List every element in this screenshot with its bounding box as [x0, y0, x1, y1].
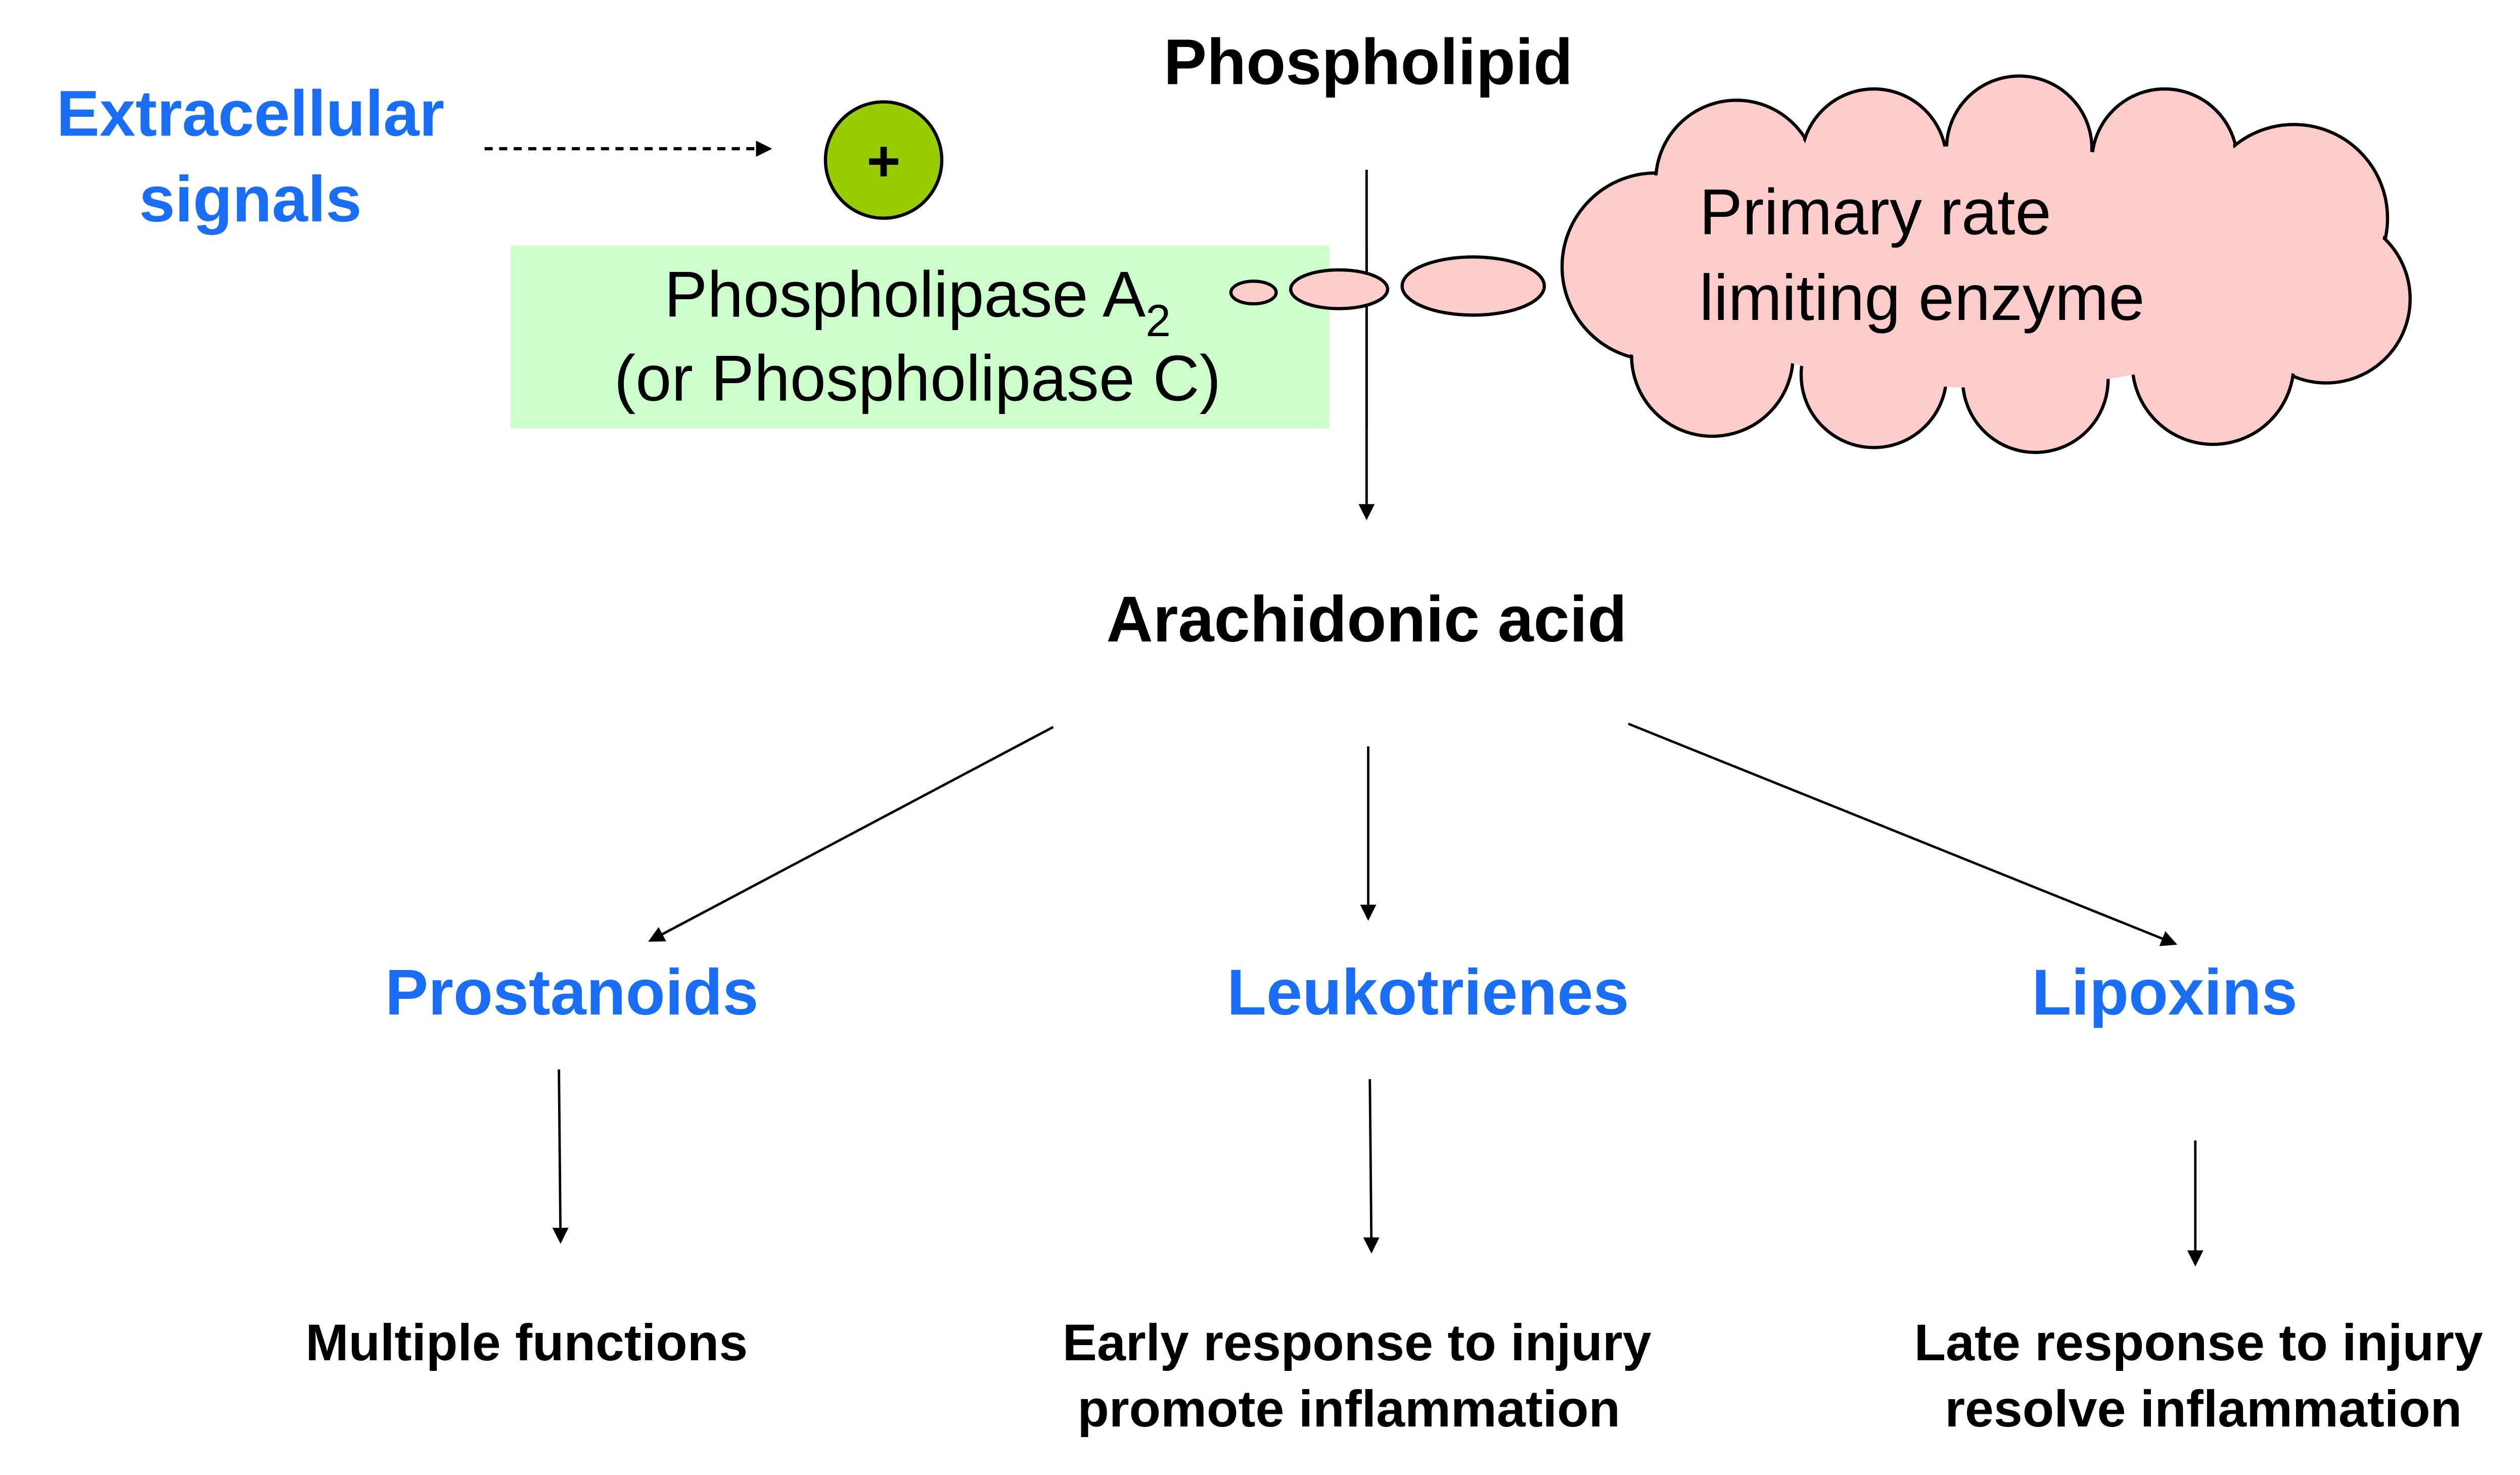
callout-line2: limiting enzyme [1700, 262, 2145, 334]
product-label: Arachidonic acid [1106, 583, 1627, 656]
effect-leukotrienes-line2: promote inflammation [1077, 1379, 1620, 1438]
arrow-prostanoids-effect [552, 1069, 569, 1244]
callout-cloud: Primary rate limiting enzyme [1560, 74, 2412, 454]
thought-bubbles [1229, 255, 1546, 317]
substrate-label: Phospholipid [1164, 26, 1573, 98]
activator-plus-icon: + [823, 100, 944, 220]
effect-prostanoids: Multiple functions [305, 1313, 748, 1371]
arrow-to-prostanoids [648, 726, 1054, 942]
enzyme-label-line1: Phospholipase A2 [664, 259, 1171, 346]
enzyme-label-line2: (or Phospholipase C) [614, 343, 1221, 415]
arrow-leukotrienes-effect [1363, 1079, 1380, 1254]
signals-label-line2: signals [139, 163, 361, 236]
effect-leukotrienes-line1: Early response to injury [1063, 1313, 1652, 1371]
svg-text:+: + [866, 129, 900, 194]
branch-prostanoids: Prostanoids [385, 956, 759, 1029]
branch-lipoxins: Lipoxins [2032, 956, 2297, 1029]
effect-lipoxins-line2: resolve inflammation [1945, 1379, 2462, 1438]
enzyme-box [510, 245, 1330, 429]
arrow-to-lipoxins [1628, 722, 2178, 946]
branch-leukotrienes: Leukotrienes [1227, 956, 1629, 1029]
effect-lipoxins-line1: Late response to injury [1914, 1313, 2483, 1371]
signals-label-line1: Extracellular [57, 78, 444, 150]
callout-line1: Primary rate [1700, 176, 2051, 249]
